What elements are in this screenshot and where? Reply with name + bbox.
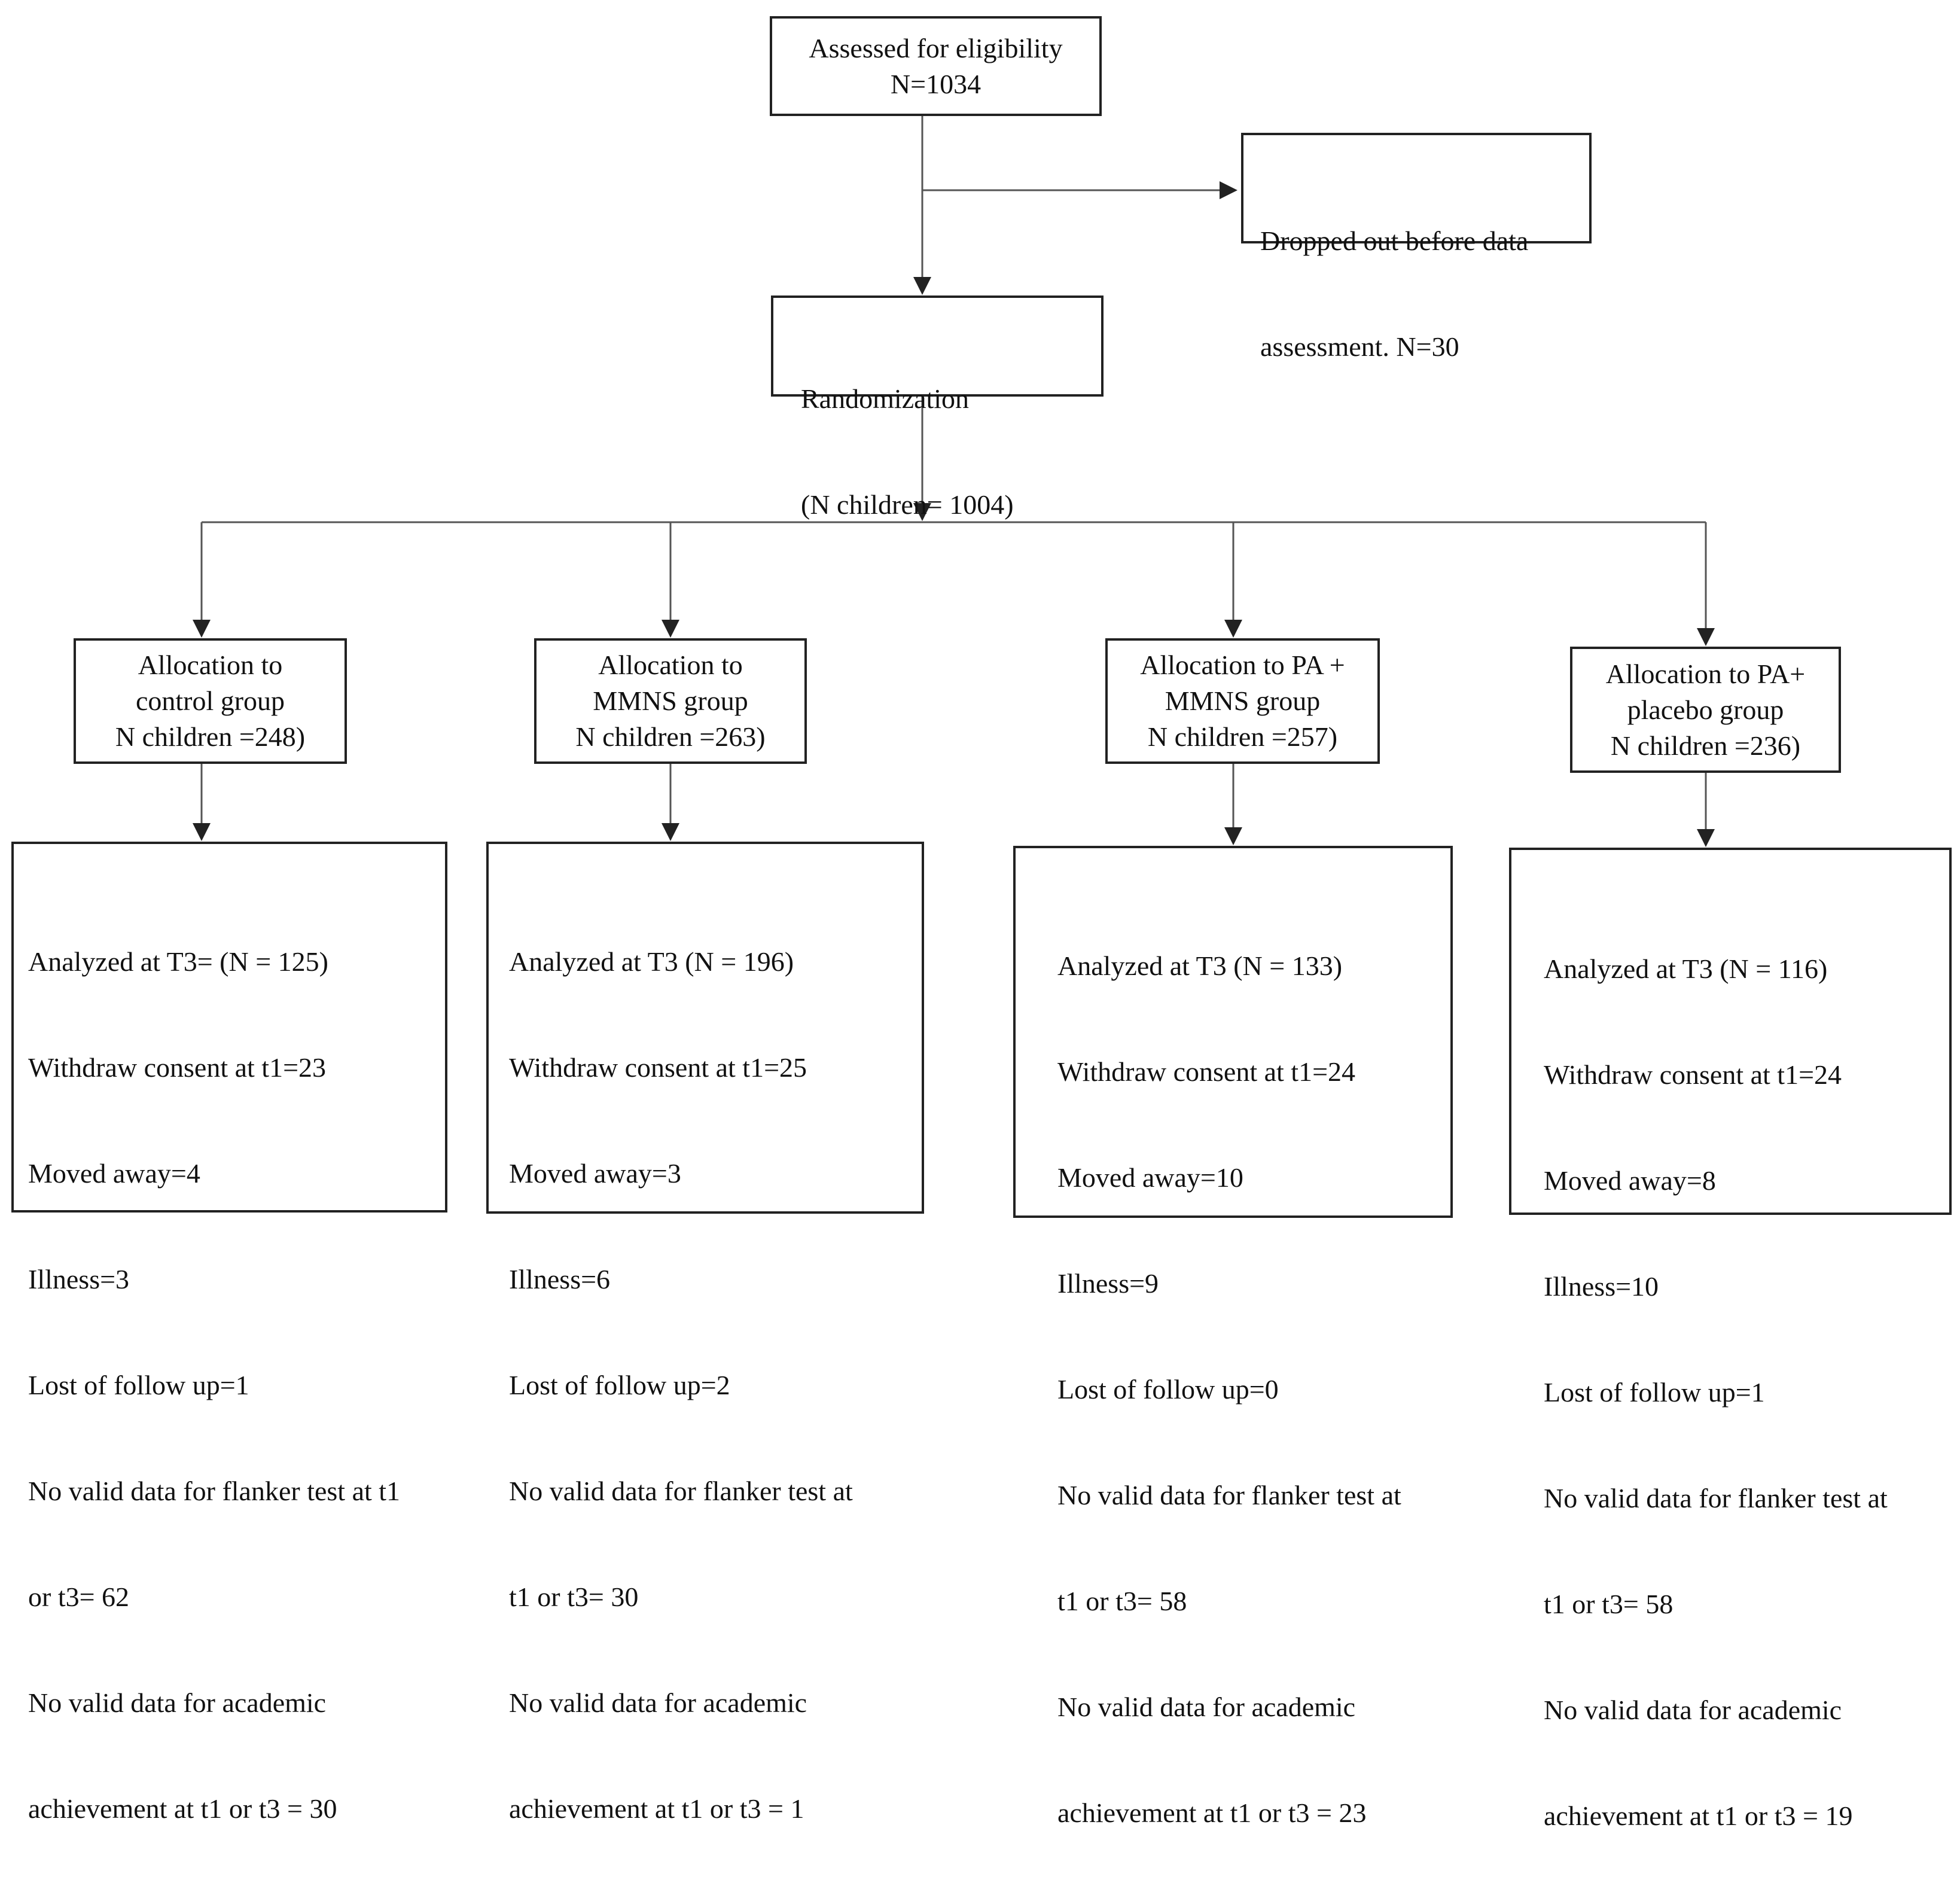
analysis-line: Analyzed at T3= (N = 125) xyxy=(28,946,328,977)
allocation-line-3: N children =257) xyxy=(1147,721,1338,752)
analysis-line: No valid data for flanker test at xyxy=(1544,1483,1888,1513)
analysis-line: No valid data for flanker test at xyxy=(509,1476,853,1506)
dropped-out-line-1: Dropped out before data xyxy=(1260,226,1529,256)
allocation-line-3: N children =263) xyxy=(575,721,766,752)
allocation-line-1: Allocation to xyxy=(598,650,743,680)
analysis-line: No valid data for academic xyxy=(1544,1695,1842,1725)
analysis-line: Illness=10 xyxy=(1544,1271,1659,1302)
allocation-line-1: Allocation to PA+ xyxy=(1605,658,1806,689)
connector-lines xyxy=(193,115,1715,847)
allocation-line-1: Allocation to PA + xyxy=(1140,650,1345,680)
analysis-line: t1 or t3= 58 xyxy=(1544,1589,1674,1619)
analysis-line: achievement at t1 or t3 = 30 xyxy=(28,1793,337,1824)
analysis-line: Moved away=3 xyxy=(509,1158,681,1189)
analysis-line: Withdraw consent at t1=23 xyxy=(28,1052,327,1083)
analysis-line: Analyzed at T3 (N = 116) xyxy=(1544,953,1828,984)
analysis-line: No valid data for flanker test at xyxy=(1057,1480,1401,1510)
analysis-line: Illness=9 xyxy=(1057,1268,1159,1299)
dropped-out-box: Dropped out before data assessment. N=30 xyxy=(1241,133,1592,362)
analysis-line: Analyzed at T3 (N = 196) xyxy=(509,946,794,977)
analysis-line: No valid data for academic xyxy=(1057,1692,1356,1722)
randomization-box: Randomization (N children= 1004) xyxy=(771,295,1104,520)
analysis-line: Withdraw consent at t1=24 xyxy=(1544,1059,1842,1090)
randomization-label: Randomization xyxy=(801,383,970,414)
assessed-box: Assessed for eligibility N=1034 xyxy=(770,16,1102,116)
analysis-line: No valid data for flanker test at t1 xyxy=(28,1476,401,1506)
allocation-line-2: placebo group xyxy=(1627,694,1784,725)
analysis-box-control: Analyzed at T3= (N = 125) Withdraw conse… xyxy=(11,842,447,1824)
analysis-box-mmns: Analyzed at T3 (N = 196) Withdraw consen… xyxy=(486,842,924,1824)
analysis-line: No valid data for academic xyxy=(28,1687,327,1718)
allocation-box-mmns: Allocation to MMNS group N children =263… xyxy=(534,638,807,764)
allocation-line-3: N children =236) xyxy=(1610,730,1801,761)
analysis-line: Withdraw consent at t1=25 xyxy=(509,1052,807,1083)
dropped-out-line-2: assessment. N=30 xyxy=(1260,331,1459,362)
flow-diagram: Assessed for eligibility N=1034 Dropped … xyxy=(11,16,1952,1831)
analysis-line: Illness=3 xyxy=(28,1264,130,1294)
analysis-line: No valid data for academic xyxy=(509,1687,807,1718)
analysis-box-pa-placebo: Analyzed at T3 (N = 116) Withdraw consen… xyxy=(1509,848,1952,1831)
analysis-line: Lost of follow up=1 xyxy=(1544,1377,1765,1408)
assessed-label: Assessed for eligibility xyxy=(809,32,1063,63)
analysis-line: Withdraw consent at t1=24 xyxy=(1057,1056,1356,1087)
analysis-line: achievement at t1 or t3 = 23 xyxy=(1057,1798,1367,1828)
analysis-line: achievement at t1 or t3 = 1 xyxy=(509,1793,804,1824)
analysis-line: Moved away=4 xyxy=(28,1158,200,1189)
analysis-line: achievement at t1 or t3 = 19 xyxy=(1544,1801,1853,1831)
allocation-line-2: control group xyxy=(135,686,285,716)
allocation-line-1: Allocation to xyxy=(138,650,283,680)
analysis-line: Lost of follow up=2 xyxy=(509,1370,730,1400)
analysis-line: Moved away=8 xyxy=(1544,1165,1716,1196)
allocation-box-control: Allocation to control group N children =… xyxy=(74,638,347,764)
analysis-line: Lost of follow up=1 xyxy=(28,1370,249,1400)
allocation-line-3: N children =248) xyxy=(115,721,306,752)
analysis-line: Moved away=10 xyxy=(1057,1162,1243,1193)
analysis-line: or t3= 62 xyxy=(28,1582,130,1612)
analysis-box-pa-mmns: Analyzed at T3 (N = 133) Withdraw consen… xyxy=(1013,846,1453,1828)
analysis-line: t1 or t3= 58 xyxy=(1057,1586,1187,1616)
analysis-line: Lost of follow up=0 xyxy=(1057,1374,1279,1405)
allocation-box-pa-placebo: Allocation to PA+ placebo group N childr… xyxy=(1570,647,1841,773)
analysis-line: t1 or t3= 30 xyxy=(509,1582,639,1612)
analysis-line: Analyzed at T3 (N = 133) xyxy=(1057,951,1343,981)
analysis-line: Illness=6 xyxy=(509,1264,611,1294)
allocation-line-2: MMNS group xyxy=(1165,686,1321,716)
randomization-count: (N children= 1004) xyxy=(801,489,1014,520)
allocation-line-2: MMNS group xyxy=(593,686,748,716)
allocation-box-pa-mmns: Allocation to PA + MMNS group N children… xyxy=(1105,638,1380,764)
assessed-count: N=1034 xyxy=(890,68,981,99)
